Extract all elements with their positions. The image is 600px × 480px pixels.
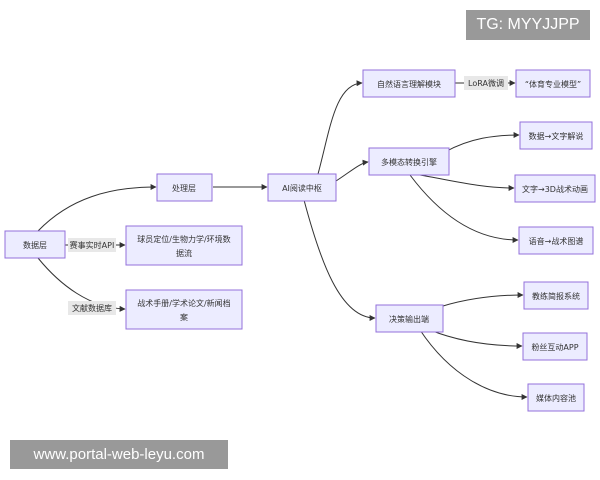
node-label: “体育专业模型” — [525, 79, 581, 89]
watermark-url: www.portal-web-leyu.com — [10, 440, 228, 469]
node-label: AI阅读中枢 — [282, 183, 322, 193]
node-label-line1: 球员定位/生物力学/环境数 — [137, 234, 230, 244]
node-text-to-3d: 文字→3D战术动画 — [514, 174, 596, 203]
node-sports-model: “体育专业模型” — [515, 69, 591, 98]
edge-label-lora: LoRA微调 — [468, 78, 504, 88]
edges — [37, 80, 528, 400]
node-data-to-text: 数据→文字解说 — [519, 121, 593, 150]
edge-multimodal-to-voice — [409, 174, 519, 243]
node-label: 数据层 — [23, 240, 47, 250]
edge-label-literature-db: 文献数据库 — [72, 303, 112, 313]
node-label: 语音→战术图谱 — [529, 236, 584, 246]
node-database-content: 战术手册/学术论文/新闻档 案 — [125, 289, 243, 330]
node-voice-to-tactics: 语音→战术图谱 — [518, 226, 594, 255]
edge-label-realtime-api: 赛事实时API — [70, 240, 115, 250]
node-label-line2: 据流 — [176, 248, 192, 258]
edge-label-bg — [68, 238, 116, 252]
node-multimodal-engine: 多模态转换引擎 — [368, 147, 450, 176]
node-label: 粉丝互动APP — [531, 342, 578, 352]
edge-hub-to-multimodal — [335, 159, 369, 182]
node-media-pool: 媒体内容池 — [527, 383, 585, 412]
node-label: 决策输出端 — [389, 314, 429, 324]
node-data-layer: 数据层 — [4, 230, 66, 259]
node-processing-layer: 处理层 — [156, 173, 213, 202]
edge-labels: 赛事实时API 文献数据库 LoRA微调 — [68, 76, 508, 315]
node-nlp-module: 自然语言理解模块 — [362, 69, 456, 98]
edge-multimodal-to-3d — [419, 174, 515, 191]
node-label: 媒体内容池 — [536, 393, 576, 403]
edge-decision-to-coach — [442, 292, 524, 307]
edge-label-bg — [464, 76, 508, 90]
node-fan-app: 粉丝互动APP — [522, 332, 588, 361]
node-decision-output: 决策输出端 — [375, 304, 444, 333]
node-label-line1: 战术手册/学术论文/新闻档 — [137, 298, 230, 308]
node-label-line2: 案 — [180, 312, 188, 322]
node-label: 教练简报系统 — [532, 291, 580, 301]
node-label: 数据→文字解说 — [529, 131, 584, 141]
node-label: 文字→3D战术动画 — [522, 184, 588, 194]
edge-decision-to-fan — [429, 329, 523, 349]
node-label: 自然语言理解模块 — [377, 79, 441, 89]
edge-data-to-processing — [37, 184, 157, 232]
edge-hub-to-decision — [303, 199, 376, 321]
edge-hub-to-nlp — [317, 80, 363, 175]
edge-multimodal-to-data-text — [444, 132, 520, 153]
node-coach-brief: 教练简报系统 — [523, 281, 589, 310]
edge-label-bg — [68, 301, 116, 315]
edge-decision-to-media — [419, 329, 528, 400]
node-ai-hub: AI阅读中枢 — [267, 173, 337, 202]
node-label: 多模态转换引擎 — [381, 157, 437, 167]
node-realtime-data: 球员定位/生物力学/环境数 据流 — [125, 225, 243, 266]
watermark-tg: TG: MYYJJPP — [466, 10, 590, 40]
node-label: 处理层 — [172, 183, 196, 193]
